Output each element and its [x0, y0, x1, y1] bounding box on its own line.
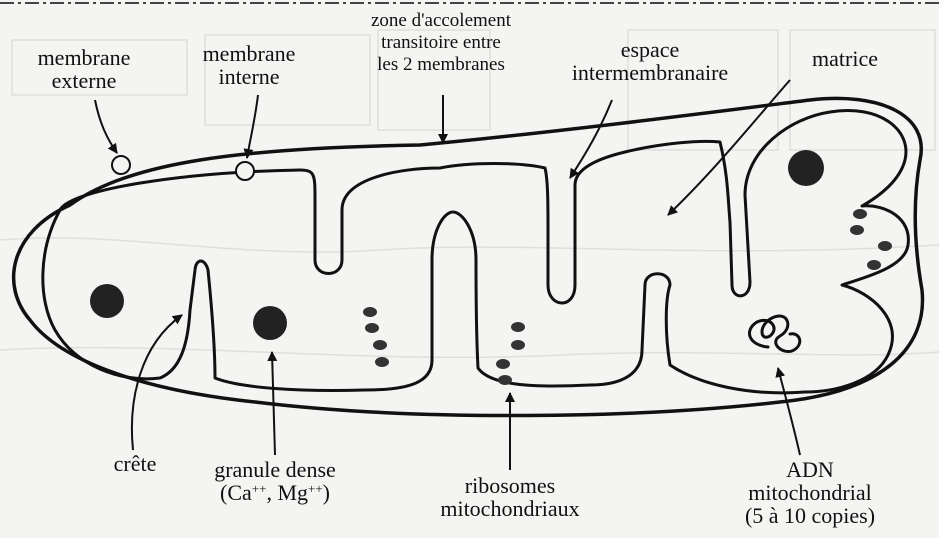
granule-dense-1	[90, 284, 124, 318]
inner-membrane-marker	[236, 162, 254, 180]
label-text: ADN	[725, 458, 895, 481]
arrow-adn	[778, 368, 800, 455]
granule-dense-3	[788, 150, 824, 186]
arrow-espace-intermembranaire	[570, 100, 612, 178]
ion-text: , Mg	[266, 480, 308, 505]
arrow-membrane-interne	[247, 95, 258, 158]
label-text: mitochondrial	[725, 481, 895, 504]
label-text: zone d'accolement	[346, 10, 536, 32]
ribosome	[363, 307, 377, 317]
label-text: interne	[190, 65, 308, 88]
ribosomes-group	[363, 209, 892, 385]
label-text: les 2 membranes	[346, 54, 536, 76]
label-granule-dense: granule dense (Ca++, Mg++)	[195, 458, 355, 504]
label-text: membrane	[18, 46, 150, 69]
ribosome	[498, 375, 512, 385]
arrow-membrane-externe	[95, 100, 117, 153]
label-text-ions: (Ca++, Mg++)	[195, 481, 355, 504]
ion-text: (Ca	[220, 480, 252, 505]
label-text: matrice	[790, 47, 900, 70]
label-membrane-interne: membrane interne	[190, 42, 308, 88]
ribosome	[878, 241, 892, 251]
label-matrice: matrice	[790, 47, 900, 70]
ion-superscript: ++	[252, 481, 267, 496]
label-crete: crête	[100, 452, 170, 475]
label-membrane-externe: membrane externe	[18, 46, 150, 92]
label-text: granule dense	[195, 458, 355, 481]
ribosome	[511, 340, 525, 350]
label-text: membrane	[190, 42, 308, 65]
ribosome	[511, 322, 525, 332]
adn-coil	[749, 316, 799, 352]
arrows	[95, 80, 800, 470]
ribosome	[496, 359, 510, 369]
label-ribosomes: ribosomes mitochondriaux	[412, 474, 608, 520]
label-text: espace	[555, 38, 745, 61]
label-espace-intermembranaire: espace intermembranaire	[555, 38, 745, 84]
outer-membrane-marker	[112, 156, 130, 174]
ion-superscript: ++	[308, 481, 323, 496]
label-text: externe	[18, 69, 150, 92]
label-text: (5 à 10 copies)	[725, 504, 895, 527]
ribosome	[867, 260, 881, 270]
ribosome	[365, 323, 379, 333]
inner-membrane	[43, 111, 909, 393]
label-text: intermembranaire	[555, 61, 745, 84]
ribosome	[853, 209, 867, 219]
granule-dense-2	[253, 306, 287, 340]
ion-text: )	[323, 480, 330, 505]
label-zone-accolement: zone d'accolement transitoire entre les …	[346, 10, 536, 76]
label-text: ribosomes	[412, 474, 608, 497]
label-text: crête	[100, 452, 170, 475]
outer-membrane	[14, 98, 923, 415]
label-text: transitoire entre	[346, 32, 536, 54]
ribosome	[850, 225, 864, 235]
ribosome	[373, 340, 387, 350]
label-text: mitochondriaux	[412, 497, 608, 520]
ribosome	[375, 357, 389, 367]
label-adn: ADN mitochondrial (5 à 10 copies)	[725, 458, 895, 527]
